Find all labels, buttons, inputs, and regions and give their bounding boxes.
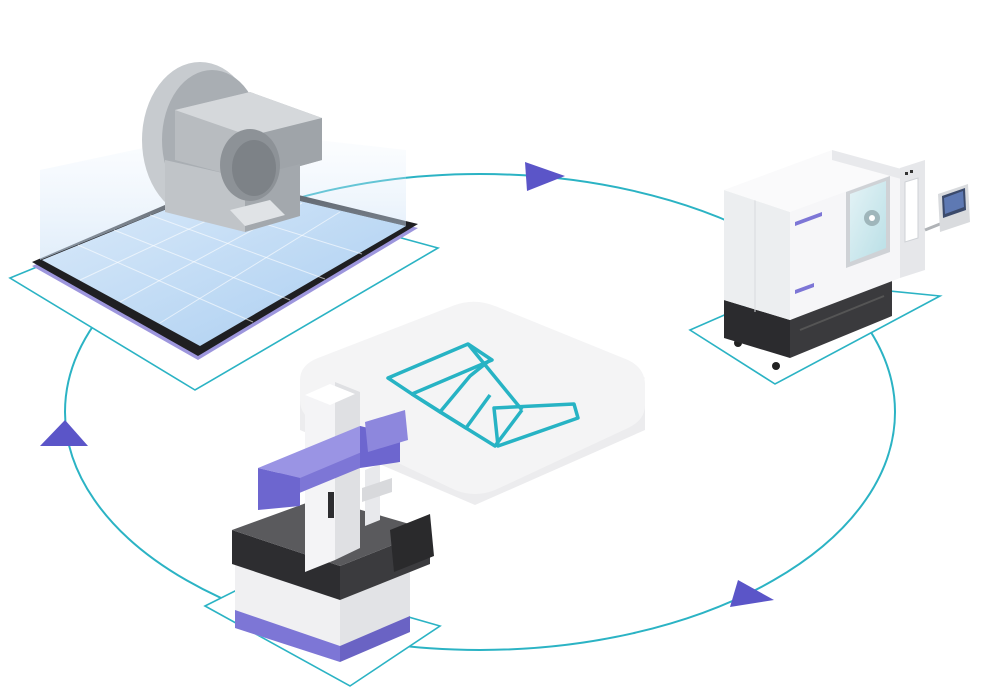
cycle-loop-line <box>64 173 896 651</box>
flow-arrow-left-icon <box>40 420 88 446</box>
coordinate-measuring-machine-icon <box>203 382 442 687</box>
tablet-with-3d-part-icon <box>8 62 441 391</box>
flow-arrow-bottom-right-icon <box>730 580 774 607</box>
flow-arrow-top-icon <box>525 162 565 191</box>
cnc-machine-icon <box>688 150 970 385</box>
